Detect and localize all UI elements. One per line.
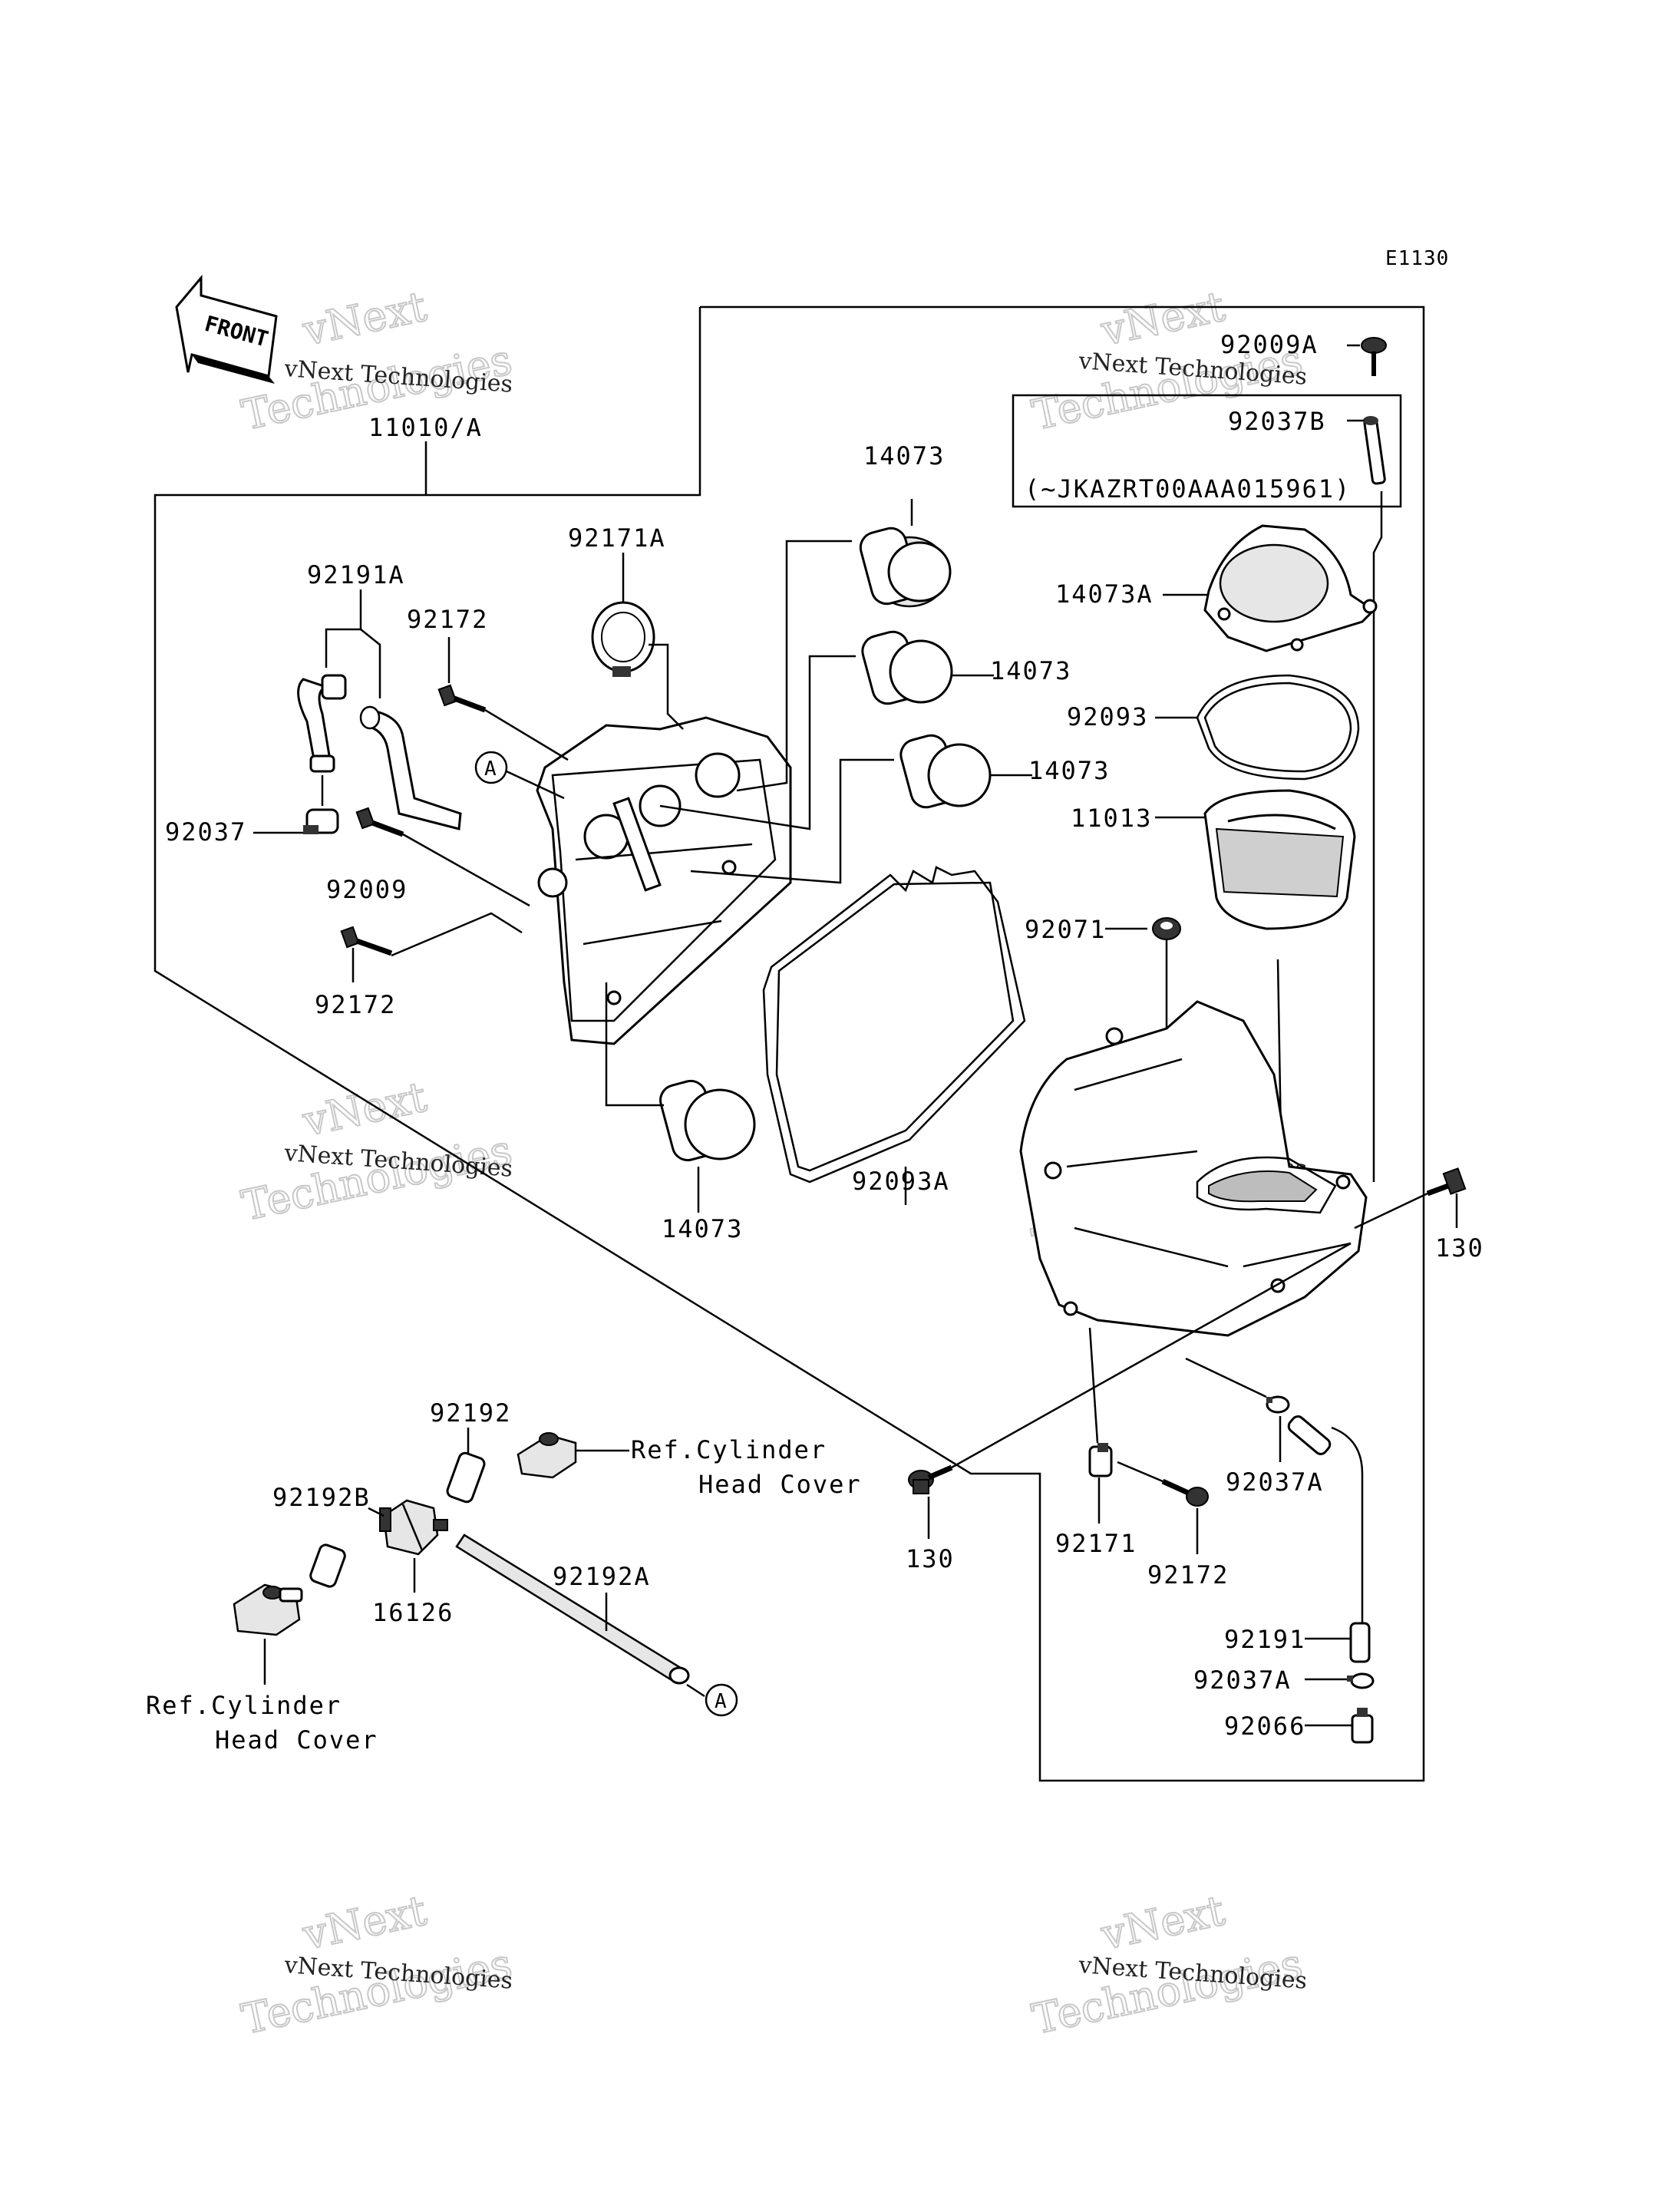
callout-130-low: 130 bbox=[906, 1544, 955, 1573]
callout-92071: 92071 bbox=[1025, 915, 1106, 944]
ref-cylinder-upper-line2: Head Cover bbox=[698, 1470, 862, 1499]
callout-92037: 92037 bbox=[165, 817, 246, 847]
svg-text:A: A bbox=[484, 758, 497, 781]
callout-14073-mid1: 14073 bbox=[990, 656, 1071, 685]
bolt-92172-mid-part bbox=[340, 926, 393, 956]
bolt-130-low-part bbox=[908, 1464, 953, 1494]
duct-14073-top-part bbox=[859, 527, 952, 608]
diagram-code: E1130 bbox=[1385, 247, 1449, 270]
watermark-bottom-right: vNext Technologies vNext Technologies bbox=[1028, 1885, 1309, 2044]
air-cleaner-cover-part bbox=[536, 716, 792, 1045]
bolt-130-right-part bbox=[1426, 1167, 1467, 1197]
svg-text:vNext: vNext bbox=[1097, 1886, 1229, 1959]
watermark-mid-left: vNext Technologies vNext Technologies bbox=[237, 1071, 517, 1230]
clip-92037-part bbox=[303, 808, 339, 834]
callout-14073A: 14073A bbox=[1055, 579, 1154, 609]
marker-a-upper: A bbox=[474, 751, 565, 800]
callout-92191A: 92191A bbox=[307, 560, 405, 589]
callout-92191: 92191 bbox=[1224, 1625, 1305, 1654]
plug-92066-part bbox=[1351, 1708, 1374, 1744]
callout-14073-bot: 14073 bbox=[662, 1214, 743, 1243]
watermark-bottom-left: vNext Technologies vNext Technologies bbox=[237, 1885, 517, 2044]
callout-11010A: 11010/A bbox=[368, 413, 483, 442]
svg-text:vNext: vNext bbox=[299, 282, 431, 355]
air-cleaner-housing-part bbox=[1019, 1000, 1368, 1337]
callout-92171: 92171 bbox=[1055, 1529, 1137, 1558]
callout-92093: 92093 bbox=[1067, 702, 1148, 731]
marker-a-lower: A bbox=[705, 1683, 738, 1717]
callout-92009A: 92009A bbox=[1220, 330, 1319, 359]
svg-text:vNext: vNext bbox=[1097, 282, 1229, 355]
serial-note: (~JKAZRT00AAA015961) bbox=[1025, 474, 1351, 503]
callout-11013: 11013 bbox=[1071, 804, 1152, 833]
svg-text:vNext: vNext bbox=[299, 1886, 431, 1959]
bolt-92009-part bbox=[355, 807, 404, 837]
hose-92191A-part bbox=[297, 674, 462, 830]
collar-92037B-part bbox=[1363, 416, 1386, 485]
bolt-92009A-part bbox=[1361, 337, 1387, 376]
front-arrow-icon: FRONT bbox=[175, 274, 278, 384]
ref-cylinder-fitting-lower-part bbox=[233, 1583, 303, 1636]
hose-92191-part bbox=[1287, 1415, 1371, 1663]
callout-92037A-lower: 92037A bbox=[1193, 1666, 1292, 1695]
callout-92192A: 92192A bbox=[553, 1562, 651, 1591]
callout-92192: 92192 bbox=[430, 1398, 511, 1428]
hose-92192-part bbox=[446, 1451, 486, 1504]
callout-92037A-upper: 92037A bbox=[1226, 1467, 1324, 1497]
filter-element-11013-part bbox=[1203, 789, 1356, 930]
cap-14073A-part bbox=[1203, 524, 1378, 652]
hose-92192B-part bbox=[309, 1543, 346, 1588]
ref-cylinder-upper-line1: Ref.Cylinder bbox=[631, 1435, 827, 1464]
callout-92066: 92066 bbox=[1224, 1712, 1305, 1741]
callout-92172-mid: 92172 bbox=[315, 990, 396, 1019]
clamp-92171-part bbox=[1088, 1443, 1113, 1477]
bolt-92172-top-part bbox=[437, 684, 487, 713]
clamp-92171A-part bbox=[591, 601, 655, 677]
ref-cylinder-lower-line2: Head Cover bbox=[215, 1725, 378, 1755]
serial-note-box bbox=[1012, 394, 1402, 508]
screw-92172-low-part bbox=[1161, 1478, 1209, 1507]
callout-130-right: 130 bbox=[1435, 1233, 1484, 1263]
callout-92192B: 92192B bbox=[272, 1483, 371, 1512]
gasket-92093A-part bbox=[762, 866, 1026, 1184]
callout-92172-top: 92172 bbox=[407, 605, 488, 634]
group-outline bbox=[153, 305, 1425, 1782]
duct-14073-mid2-part bbox=[899, 734, 992, 809]
callout-16126: 16126 bbox=[372, 1598, 454, 1627]
ref-cylinder-fitting-upper-part bbox=[517, 1432, 577, 1479]
callout-92172-low: 92172 bbox=[1147, 1560, 1229, 1590]
hose-92192A-part bbox=[455, 1533, 690, 1685]
callout-14073-top: 14073 bbox=[863, 441, 945, 470]
duct-14073-bot-part bbox=[659, 1079, 756, 1162]
callout-92171A: 92171A bbox=[568, 523, 666, 553]
svg-text:vNext: vNext bbox=[299, 1072, 431, 1146]
callout-92093A: 92093A bbox=[852, 1167, 950, 1196]
ref-cylinder-lower-line1: Ref.Cylinder bbox=[146, 1691, 342, 1720]
clip-92037A-lower-part bbox=[1347, 1672, 1375, 1689]
gasket-92093-part bbox=[1196, 674, 1360, 781]
callout-92037B: 92037B bbox=[1228, 407, 1326, 436]
svg-text:A: A bbox=[715, 1690, 727, 1713]
duct-14073-mid1-part bbox=[861, 630, 953, 705]
valve-16126-part bbox=[379, 1499, 448, 1556]
clip-92037A-upper-part bbox=[1266, 1395, 1290, 1414]
callout-92009: 92009 bbox=[326, 875, 408, 904]
callout-14073-mid2: 14073 bbox=[1028, 756, 1110, 785]
grommet-92071-part bbox=[1152, 917, 1181, 940]
